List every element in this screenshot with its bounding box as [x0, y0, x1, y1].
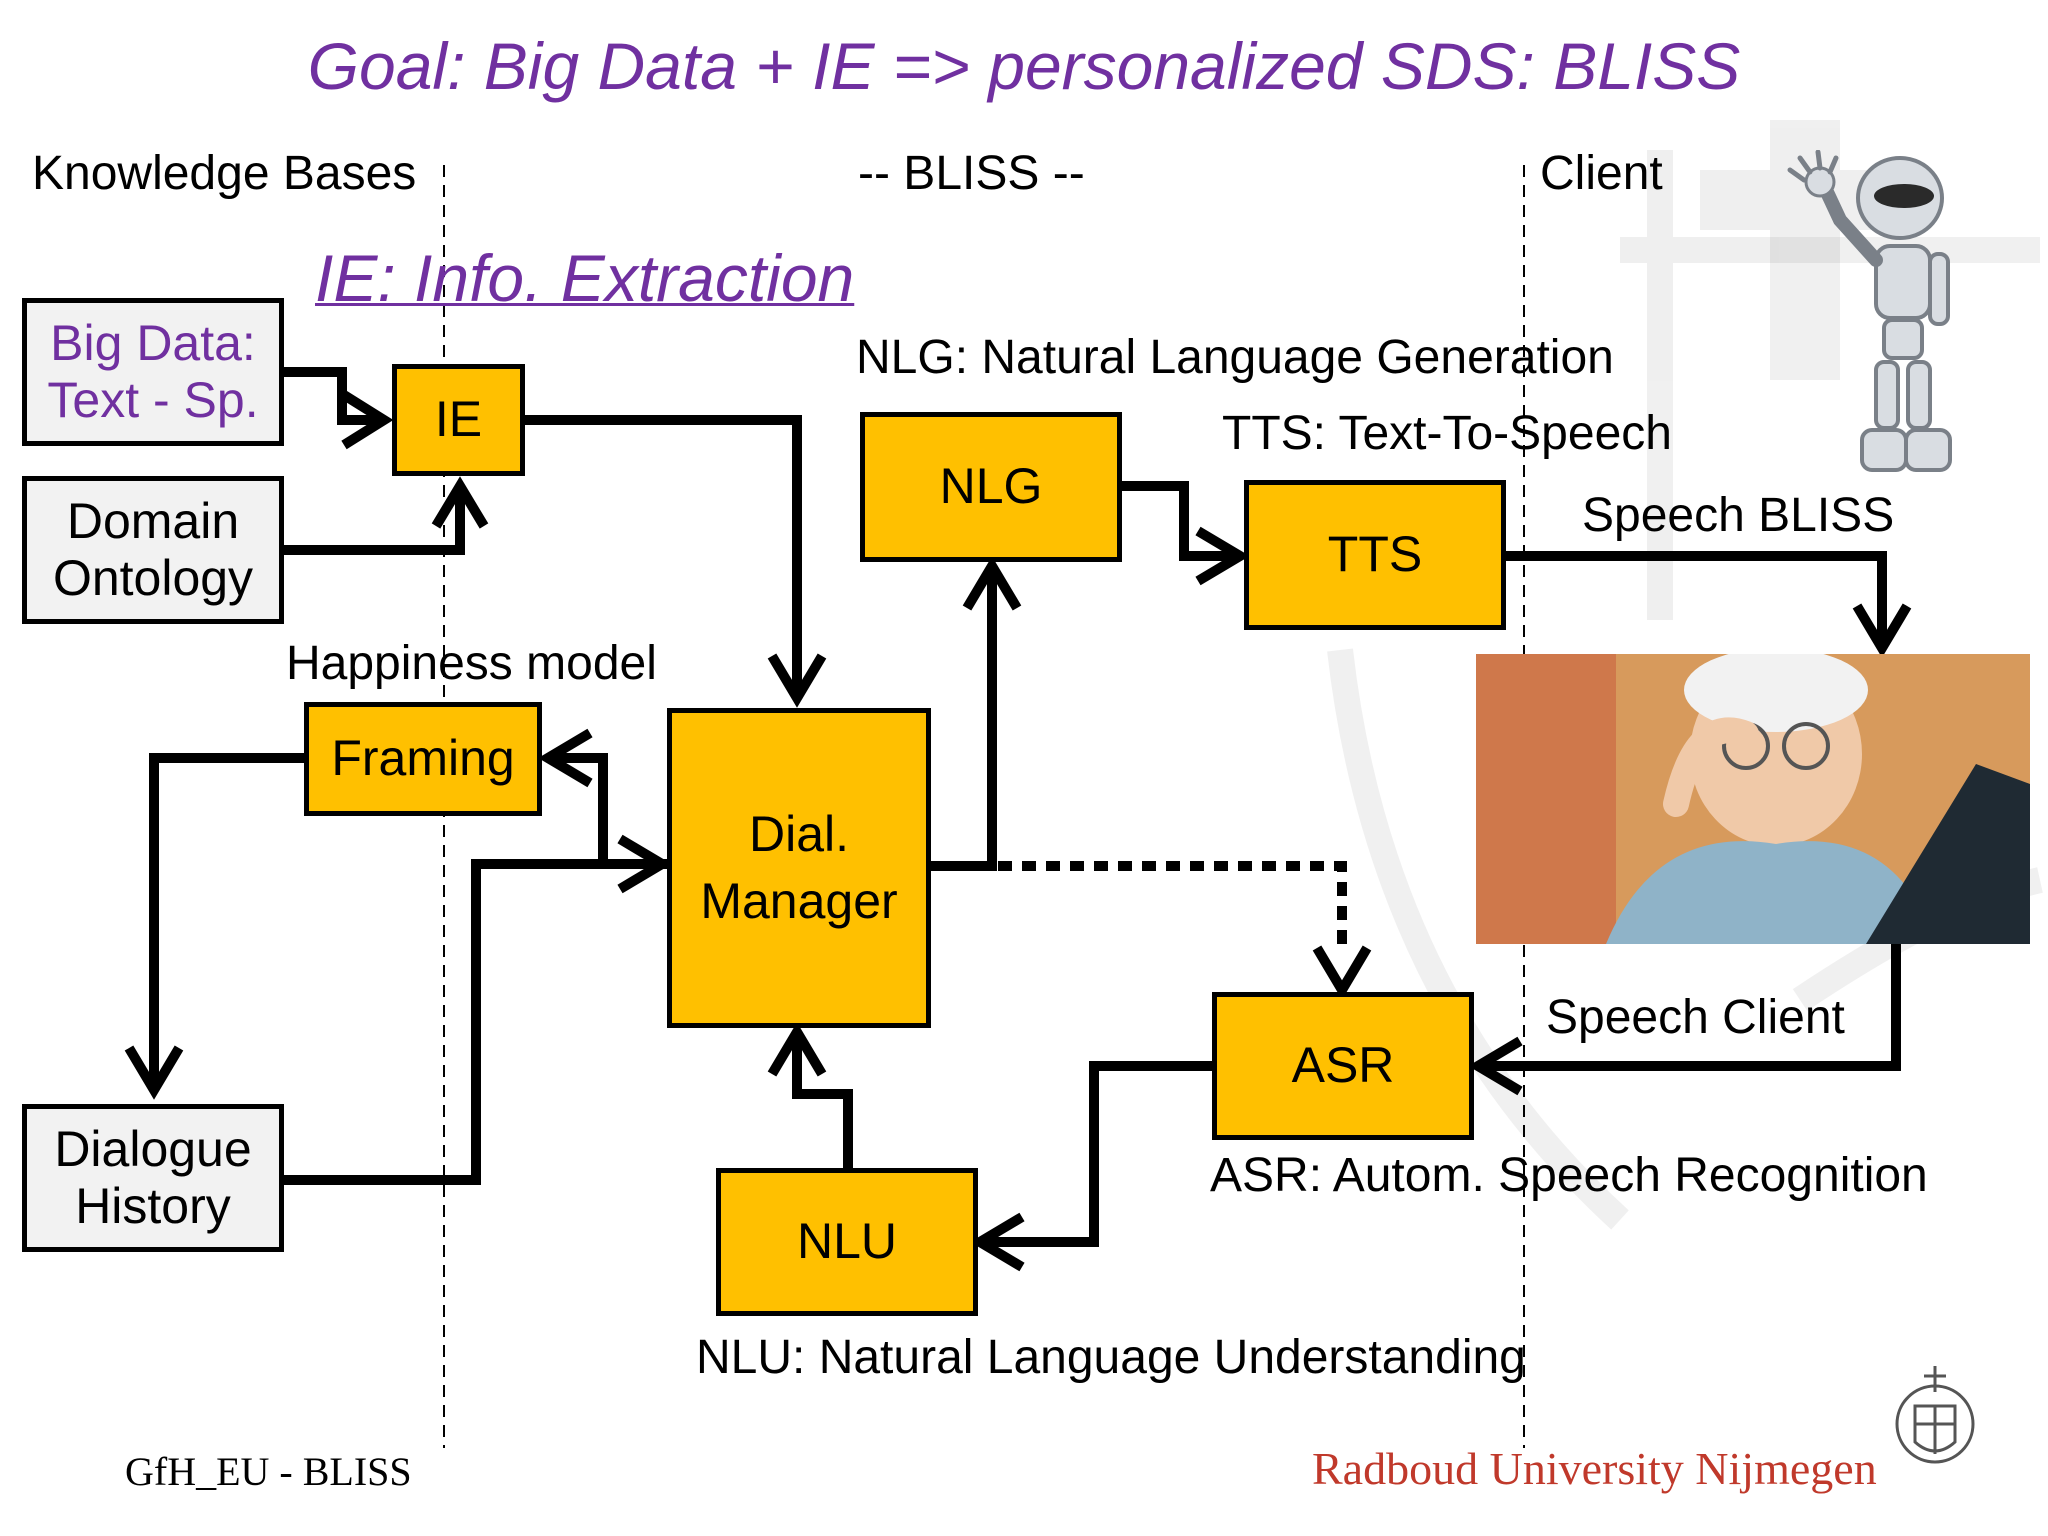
university-seal-logo [1895, 1366, 1975, 1464]
column-label-client: Client [1540, 147, 1663, 200]
arrowhead-nlu-dm [767, 1022, 827, 1077]
arrow-dm-to-nlg [928, 566, 997, 871]
dialogue-manager-box: Dial. Manager [667, 708, 931, 1028]
photo-scene [1476, 654, 2030, 944]
robot-visor-icon [1874, 184, 1934, 208]
happiness-model-label: Happiness model [286, 637, 657, 690]
slide-title: Goal: Big Data + IE => personalized SDS:… [307, 29, 1741, 103]
arrow-dm-to-asr-dotted [998, 861, 1347, 950]
nlu-box: NLU [716, 1168, 978, 1316]
arrow-framing-to-history [149, 753, 306, 1090]
arrow-asr-to-nlu [980, 1061, 1212, 1247]
arrowhead-dm-framing [538, 728, 593, 788]
arrow-client-to-asr [1478, 944, 1901, 1071]
asr-description: ASR: Autom. Speech Recognition [1210, 1149, 1928, 1202]
arrow-bigdata-to-ie [284, 367, 384, 425]
footer-university-name: Radboud University Nijmegen [1312, 1443, 1877, 1494]
dial-line1: Dial. [748, 805, 850, 862]
arrowhead-ie-dm [767, 653, 827, 708]
domain-ontology-box: Domain Ontology [22, 476, 284, 624]
arrowhead-dm-nlg [962, 556, 1022, 611]
big-data-line2: Text - Sp. [47, 372, 259, 428]
footer-left-text: GfH_EU - BLISS [125, 1449, 412, 1494]
arrow-ie-to-dm [525, 415, 802, 698]
arrowhead-asr-nlu [970, 1212, 1025, 1272]
robot-illustration [1787, 150, 1952, 472]
big-data-line1: Big Data: [50, 314, 256, 371]
arrowhead-framing-history [124, 1045, 184, 1100]
domain-line1: Domain [66, 492, 240, 549]
arrow-domain-to-ie [284, 486, 465, 555]
arrow-history-to-dm [284, 859, 662, 1185]
nlu-description: NLU: Natural Language Understanding [696, 1331, 1526, 1384]
big-data-box: Big Data: Text - Sp. [22, 298, 284, 446]
ie-box: IE [392, 364, 525, 476]
arrow-tts-to-client [1506, 551, 1887, 648]
framing-box: Framing [304, 702, 542, 816]
tts-box: TTS [1244, 480, 1506, 630]
domain-line2: Ontology [52, 550, 254, 606]
arrowhead-history-dm [617, 834, 672, 894]
arrowhead-nlg-tts [1195, 526, 1250, 586]
dialogue-line1: Dialogue [54, 1120, 252, 1177]
dialogue-history-box: Dialogue History [22, 1104, 284, 1252]
client-user-photo [1476, 654, 2030, 944]
arrowhead-client-asr [1468, 1036, 1523, 1096]
dial-line2: Manager [700, 873, 898, 929]
column-label-bliss: -- BLISS -- [858, 147, 1085, 200]
speech-bliss-label: Speech BLISS [1582, 489, 1895, 542]
ie-heading: IE: Info. Extraction [315, 241, 855, 315]
speech-client-label: Speech Client [1546, 991, 1845, 1044]
column-label-knowledge-bases: Knowledge Bases [32, 147, 417, 200]
arrowhead-bigdata-ie [341, 390, 394, 450]
arrow-nlg-to-tts [1120, 481, 1240, 561]
dialogue-line2: History [75, 1178, 231, 1234]
arrowhead-domain-ie [431, 476, 489, 529]
tts-description: TTS: Text-To-Speech [1222, 407, 1672, 460]
arrow-nlu-to-dm [792, 1032, 853, 1168]
arrowhead-tts-client [1852, 603, 1912, 658]
asr-box: ASR [1212, 992, 1474, 1140]
arrowhead-dm-asr [1312, 945, 1372, 1000]
nlg-box: NLG [860, 412, 1122, 562]
nlg-description: NLG: Natural Language Generation [856, 331, 1614, 384]
